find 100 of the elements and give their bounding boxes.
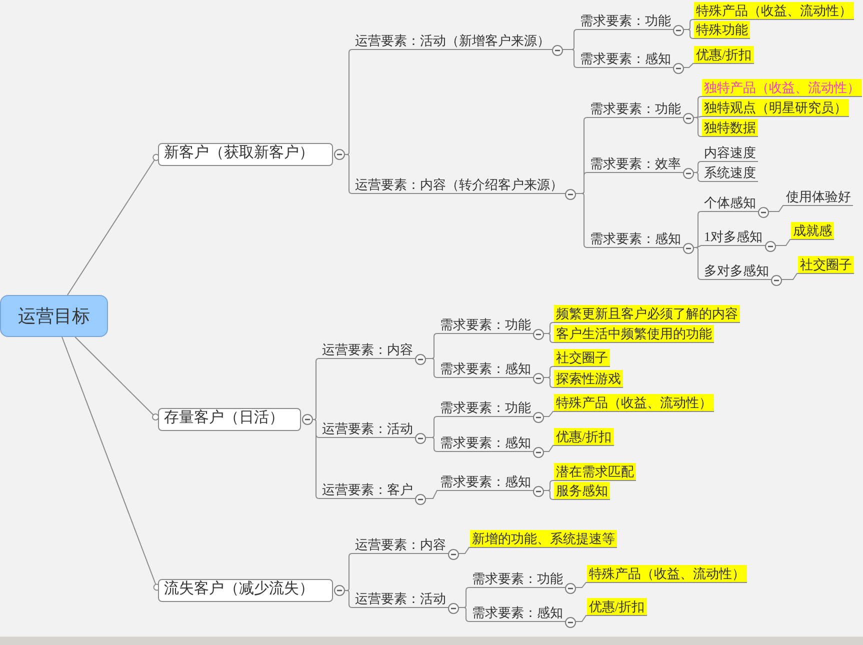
highlighted-topic: 特殊产品（收益、流动性）	[554, 394, 714, 412]
underlined-topic	[353, 590, 461, 614]
connector-line	[344, 590, 354, 608]
underlined-topic	[320, 341, 428, 365]
topic-text: 需求要素：功能	[440, 400, 531, 416]
topic-text: 运营要素：活动	[322, 421, 413, 437]
underlined-topic	[578, 12, 686, 36]
connector-line	[546, 490, 554, 500]
underlined-topic: 系统速度	[702, 164, 758, 182]
underlined-topic: 内容速度	[702, 144, 758, 162]
topic-text: 需求要素：感知	[590, 231, 681, 247]
connector-line	[696, 96, 702, 118]
connector-line	[578, 582, 588, 588]
highlighted-topic: 优惠/折扣	[694, 46, 754, 64]
underlined-topic	[702, 262, 784, 286]
connector-line	[686, 29, 694, 39]
highlighted-topic: 客户生活中频繁使用的功能	[554, 325, 714, 343]
topic-text: 需求要素：感知	[440, 435, 531, 451]
topic-text: 多对多感知	[704, 263, 769, 279]
connector-line	[428, 437, 438, 452]
underlined-topic	[588, 230, 696, 254]
topic-text: 存量客户（日活）	[163, 408, 285, 428]
branch-line	[74, 336, 160, 421]
underlined-topic	[320, 420, 428, 444]
connector-line	[546, 411, 554, 417]
connector-line	[696, 211, 702, 248]
underlined-topic	[438, 399, 546, 423]
topic-text: 需求要素：感知	[440, 474, 531, 490]
connector-line	[428, 490, 438, 499]
underlined-topic	[578, 50, 686, 74]
highlighted-topic: 优惠/折扣	[587, 598, 647, 616]
underlined-topic	[353, 32, 565, 56]
connector-line	[460, 547, 470, 554]
connector-line	[578, 615, 588, 622]
connector-line	[696, 117, 702, 137]
topic-text: 运营要素：活动	[355, 591, 446, 607]
main-topic-box	[158, 579, 345, 602]
connector-line	[460, 607, 470, 622]
highlighted-topic: 特殊产品（收益、流动性）	[587, 565, 747, 583]
underlined-topic	[702, 228, 778, 252]
connector-line	[546, 333, 554, 343]
underlined-topic	[353, 536, 461, 560]
underlined-topic	[438, 473, 546, 497]
highlighted-topic: 社交圈子	[554, 349, 610, 367]
highlighted-topic: 独特产品（收益、流动性）	[702, 79, 862, 97]
connector-line	[696, 247, 702, 280]
underlined-topic	[588, 100, 696, 124]
underlined-topic	[588, 155, 696, 179]
connector-line	[696, 172, 702, 182]
highlighted-topic: 服务感知	[554, 482, 610, 500]
topic-text: 需求要素：效率	[590, 156, 681, 172]
highlighted-topic: 潜在需求匹配	[554, 463, 636, 481]
highlighted-topic: 成就感	[791, 222, 834, 240]
connector-line	[546, 377, 554, 388]
connector-line	[312, 358, 320, 420]
topic-text: 需求要素：功能	[472, 571, 563, 587]
topic-text: 需求要素：功能	[590, 101, 681, 117]
topic-text: 需求要素：感知	[580, 51, 671, 67]
connector-line	[428, 358, 438, 378]
topic-text: 需求要素：感知	[440, 361, 531, 377]
highlighted-topic: 新增的功能、系统提速等	[470, 530, 617, 548]
underlined-topic	[470, 570, 578, 594]
main-topic-box	[158, 143, 345, 166]
underlined-topic	[320, 481, 428, 505]
topic-text: 运营要素：内容（转介绍客户来源）	[355, 177, 563, 193]
topic-text: 流失客户（减少流失）	[163, 579, 315, 599]
connector-line	[312, 419, 320, 499]
underlined-topic	[470, 604, 578, 628]
topic-text: 运营要素：内容	[355, 537, 446, 553]
highlighted-topic: 频繁更新且客户必须了解的内容	[554, 305, 740, 323]
topic-text: 需求要素：功能	[440, 317, 531, 333]
topic-text: 新客户（获取新客户）	[163, 143, 315, 163]
branch-line	[67, 154, 160, 296]
underlined-topic	[438, 316, 546, 340]
topic-text: 运营要素：客户	[322, 482, 413, 498]
underlined-topic: 使用体验好	[784, 188, 853, 206]
connector-line	[686, 63, 694, 68]
underlined-topic	[438, 434, 546, 458]
connector-line	[696, 161, 702, 173]
connector-line	[578, 193, 588, 248]
connector-line	[344, 154, 354, 194]
highlighted-topic: 独特数据	[702, 119, 758, 137]
highlighted-topic: 特殊功能	[694, 21, 750, 39]
connector-line	[770, 205, 784, 212]
main-topic-box	[158, 408, 313, 431]
highlighted-topic: 优惠/折扣	[554, 428, 614, 446]
topic-text: 运营要素：内容	[322, 342, 413, 358]
connector-line	[564, 49, 578, 68]
highlighted-topic: 独特观点（明星研究员）	[702, 99, 849, 117]
underlined-topic	[353, 176, 578, 200]
branch-line	[62, 336, 160, 591]
connector-line	[696, 245, 702, 248]
topic-text: 需求要素：感知	[472, 605, 563, 621]
topic-text: 1对多感知	[704, 229, 762, 245]
topic-text: 运营要素：活动（新增客户来源）	[355, 33, 550, 49]
central-topic-box: 运营目标	[0, 295, 108, 337]
highlighted-topic: 特殊产品（收益、流动性）	[694, 2, 854, 20]
connector-line	[784, 273, 798, 280]
connector-line	[546, 445, 554, 452]
connector-line	[777, 239, 792, 246]
